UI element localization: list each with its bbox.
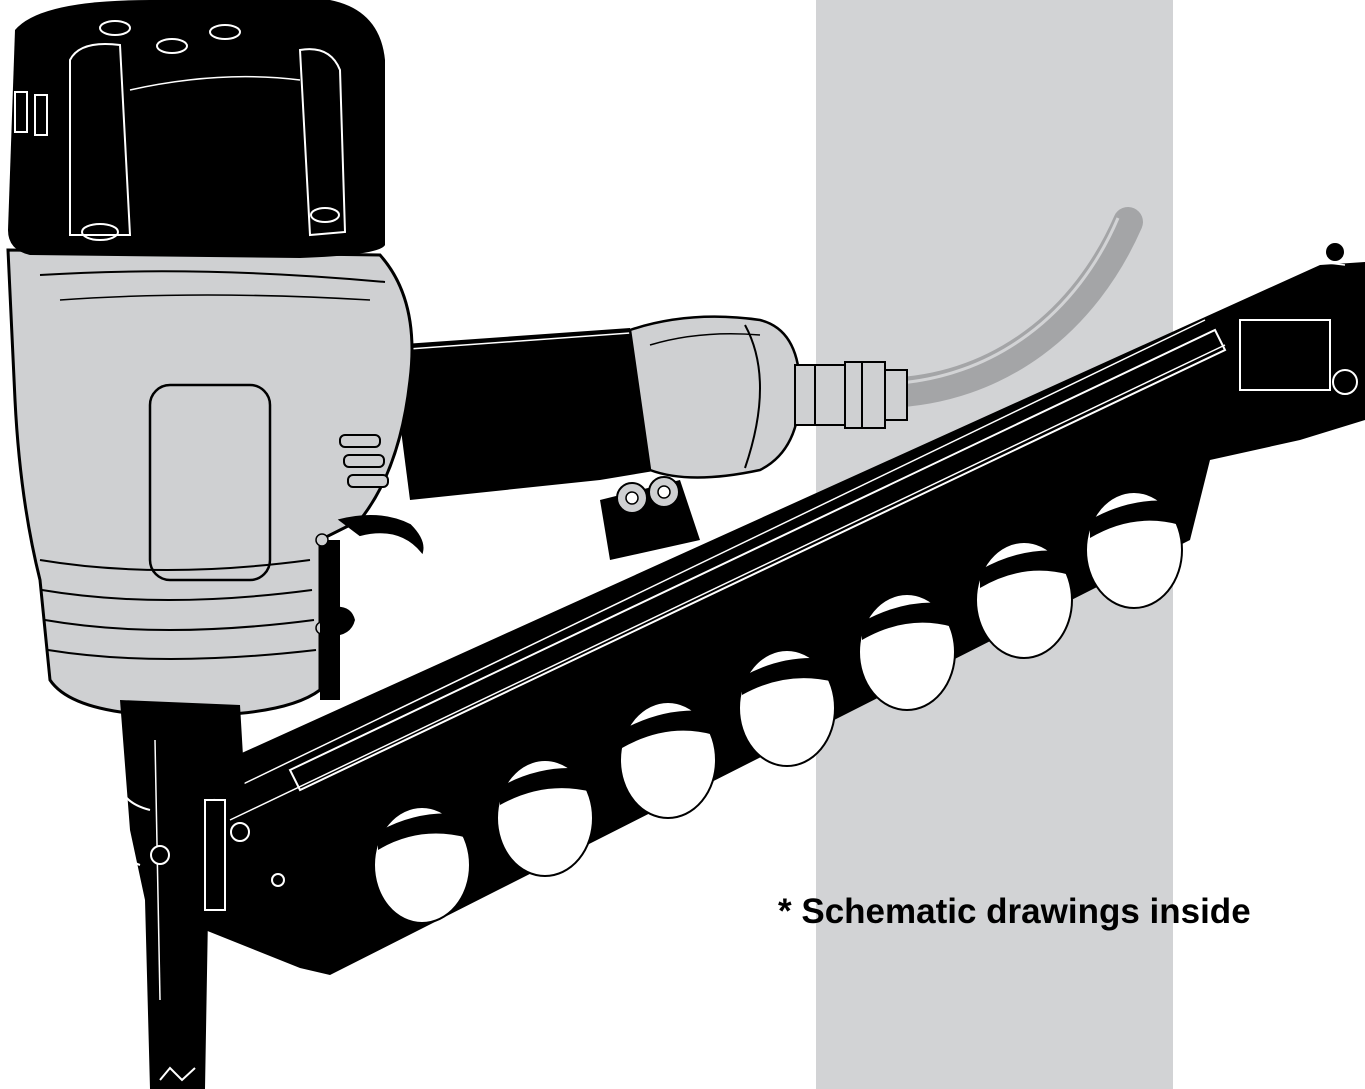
motor-housing — [6, 248, 414, 718]
trigger-icon — [315, 515, 424, 700]
nose-piece — [117, 700, 245, 1089]
top-cap — [8, 0, 385, 258]
magazine-rail — [160, 241, 1365, 975]
caption-text: * Schematic drawings inside — [778, 892, 1251, 931]
magazine-hole-shadows — [378, 500, 1180, 850]
air-hose-icon — [870, 207, 1143, 408]
handle — [390, 328, 660, 500]
air-fitting-icon — [794, 361, 908, 429]
belt-hook-icon — [600, 476, 700, 560]
handle-end-cap — [628, 315, 802, 479]
